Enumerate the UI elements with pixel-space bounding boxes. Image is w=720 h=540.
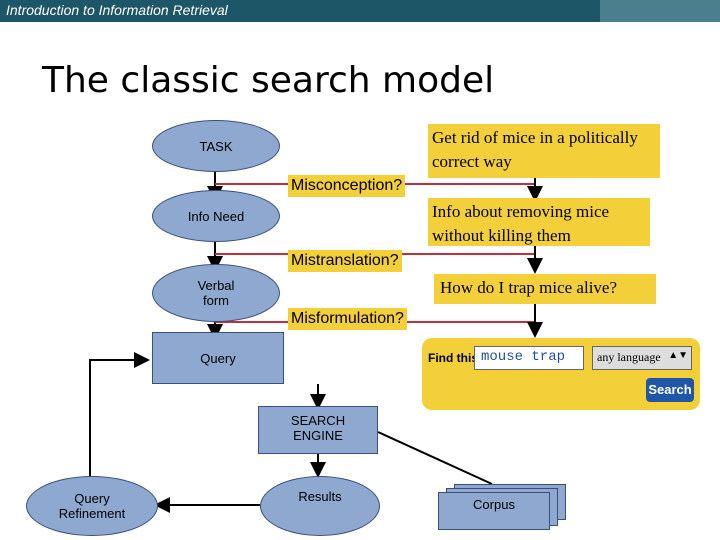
corpus-label: Corpus bbox=[473, 497, 515, 512]
info-need-node: Info Need bbox=[152, 190, 280, 242]
verbal-form-label: Verbal form bbox=[197, 278, 235, 308]
find-this-label: Find this: bbox=[428, 351, 482, 365]
query-refinement-node: Query Refinement bbox=[26, 476, 158, 536]
arrow-refinement-to-query bbox=[89, 352, 150, 476]
search-engine-box: SEARCH ENGINE bbox=[258, 406, 378, 454]
line-engine-to-corpus bbox=[377, 431, 493, 485]
slide-title: The classic search model bbox=[42, 60, 495, 101]
results-node: Results bbox=[260, 476, 380, 536]
header-bar: Introduction to Information Retrieval bbox=[0, 0, 600, 22]
course-title: Introduction to Information Retrieval bbox=[6, 2, 228, 18]
query-label: Query bbox=[200, 351, 236, 366]
header-bar-accent bbox=[600, 0, 720, 22]
mistranslation-label: Mistranslation? bbox=[288, 250, 402, 272]
task-node: TASK bbox=[152, 120, 280, 172]
language-select-value: any language bbox=[597, 350, 661, 364]
example-info-need: Info about removing mice without killing… bbox=[428, 198, 650, 246]
misconception-label: Misconception? bbox=[288, 175, 406, 197]
example-task: Get rid of mice in a politically correct… bbox=[428, 124, 660, 178]
language-select[interactable]: any language ▲▼ bbox=[592, 346, 692, 370]
task-label: TASK bbox=[199, 138, 233, 154]
verbal-form-node: Verbal form bbox=[152, 264, 280, 322]
info-need-label: Info Need bbox=[187, 208, 245, 224]
example-verbal-form: How do I trap mice alive? bbox=[434, 274, 656, 304]
query-box: Query bbox=[152, 332, 284, 384]
search-button[interactable]: Search bbox=[646, 378, 694, 402]
misformulation-label: Misformulation? bbox=[288, 308, 407, 330]
search-query-field[interactable]: mouse trap bbox=[474, 346, 584, 370]
chevron-updown-icon: ▲▼ bbox=[668, 350, 688, 361]
query-refinement-label: Query Refinement bbox=[58, 491, 126, 521]
search-engine-label: SEARCH ENGINE bbox=[290, 413, 346, 443]
corpus-box: Corpus bbox=[438, 492, 550, 530]
results-label: Results bbox=[298, 489, 342, 504]
